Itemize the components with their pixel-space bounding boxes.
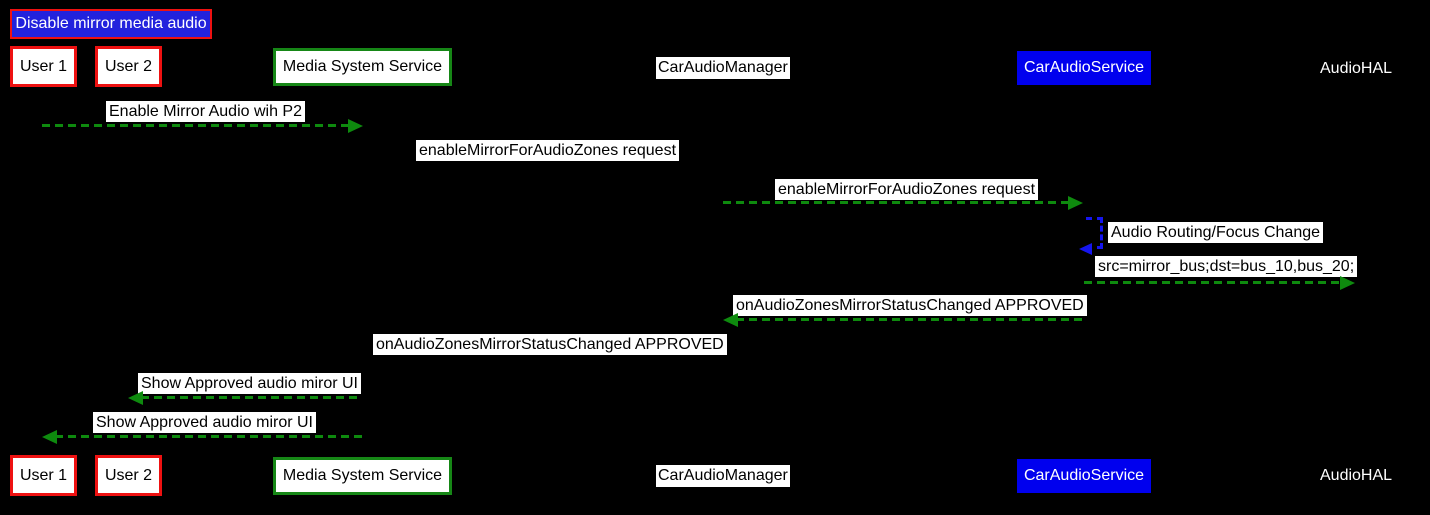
- diagram-title: Disable mirror media audio: [10, 9, 212, 39]
- message-label-src-mirror-bus: src=mirror_bus;dst=bus_10,bus_20;: [1095, 256, 1358, 277]
- arrowhead-left-icon: [128, 391, 143, 405]
- self-loop-arc: [1086, 217, 1103, 249]
- arrowhead-left-icon: [42, 430, 57, 444]
- actor-caraudioservice-top: CarAudioService: [1017, 51, 1151, 85]
- actor-user1-top: User 1: [10, 46, 77, 87]
- actor-user2-top: User 2: [95, 46, 162, 87]
- message-label-show-approved-1: Show Approved audio miror UI: [138, 373, 361, 394]
- arrowhead-left-icon: [1079, 243, 1092, 255]
- actor-audiohal-top: AudioHAL: [1320, 60, 1393, 77]
- message-label-enable-mirror-audio: Enable Mirror Audio wih P2: [106, 101, 305, 122]
- actor-media-system-service-bottom: Media System Service: [273, 457, 452, 495]
- actor-caraudiomanager-bottom: CarAudioManager: [656, 465, 790, 487]
- arrowhead-left-icon: [723, 313, 738, 327]
- message-label-audio-routing: Audio Routing/Focus Change: [1108, 222, 1324, 243]
- actor-user1-bottom: User 1: [10, 455, 77, 496]
- arrowhead-right-icon: [348, 119, 363, 133]
- message-label-show-approved-2: Show Approved audio miror UI: [93, 412, 316, 433]
- arrowhead-right-icon: [1068, 196, 1083, 210]
- message-label-status-changed-1: onAudioZonesMirrorStatusChanged APPROVED: [733, 295, 1087, 316]
- actor-caraudiomanager-top: CarAudioManager: [656, 57, 790, 79]
- arrowhead-right-icon: [1340, 276, 1355, 290]
- message-label-enablemirror-request-1: enableMirrorForAudioZones request: [416, 140, 680, 161]
- actor-caraudioservice-bottom: CarAudioService: [1017, 459, 1151, 493]
- message-label-enablemirror-request-2: enableMirrorForAudioZones request: [775, 179, 1039, 200]
- message-label-status-changed-2: onAudioZonesMirrorStatusChanged APPROVED: [373, 334, 727, 355]
- actor-audiohal-bottom: AudioHAL: [1320, 467, 1393, 484]
- actor-user2-bottom: User 2: [95, 455, 162, 496]
- actor-media-system-service-top: Media System Service: [273, 48, 452, 86]
